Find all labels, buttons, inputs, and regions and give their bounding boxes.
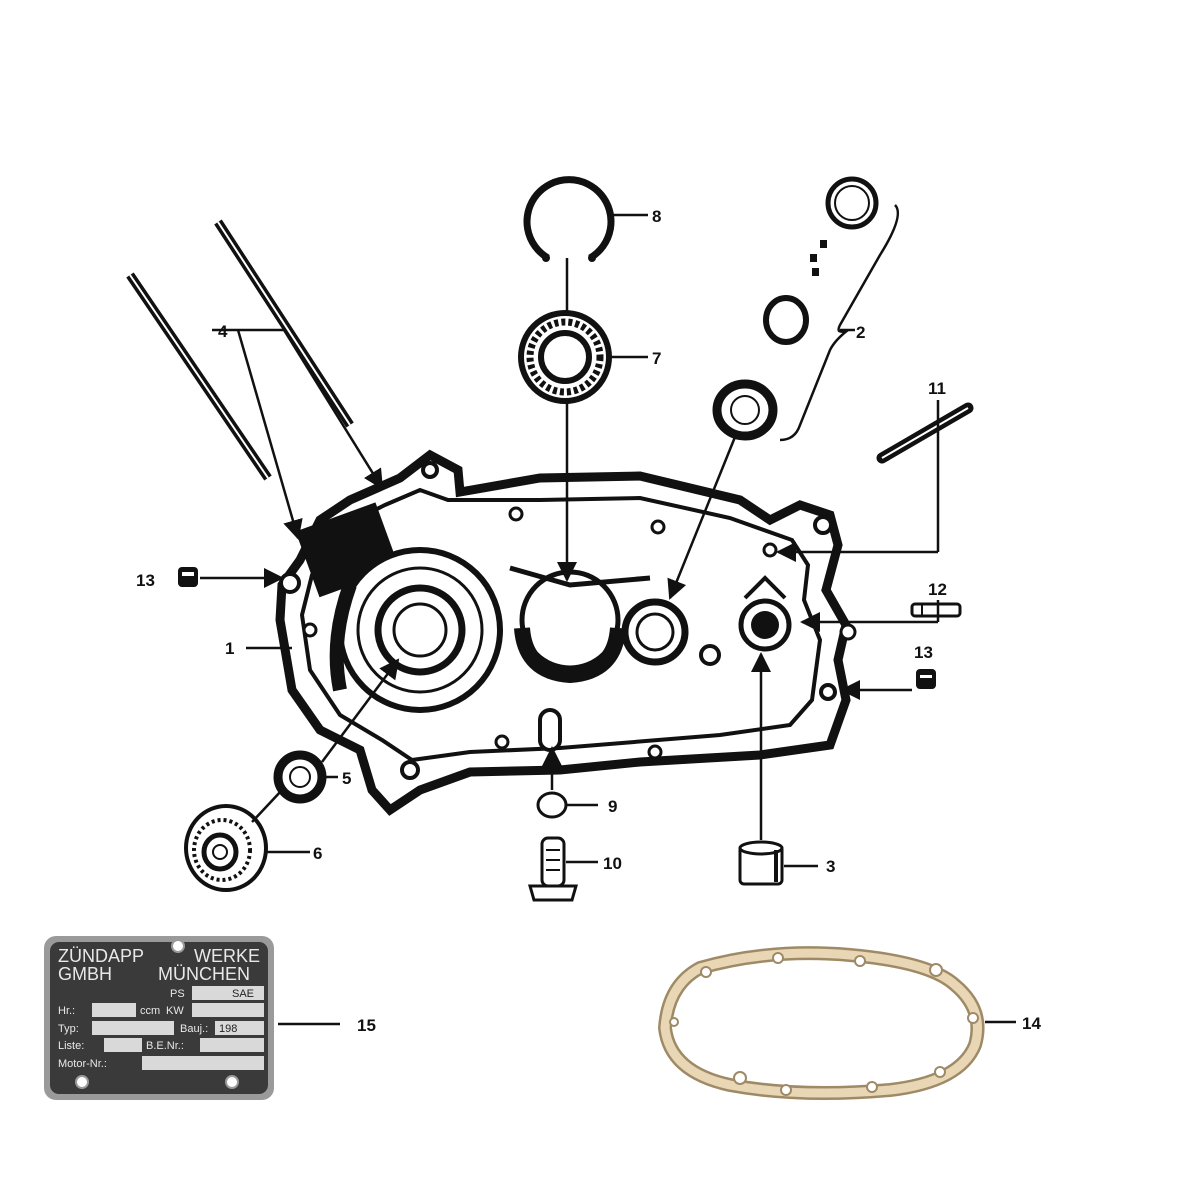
crankcase-housing [275,449,857,816]
dowel-pin-11 [876,402,974,464]
plate-line1-right: WERKE [194,946,260,966]
bearing-set-seal [712,379,778,441]
callout-11: 11 [928,379,946,398]
callout-4: 4 [218,322,228,341]
plug-13-left [178,567,198,587]
plate-hr-label: Hr.: [58,1005,75,1017]
bushing-3 [738,840,784,886]
callout-12: 12 [928,580,947,599]
bearing-needles [810,240,827,276]
leader-lines [200,213,1016,1026]
drain-screw-10 [528,836,578,902]
plug-13-right [916,669,936,689]
plate-ps-label: PS [170,988,185,1000]
plate-line1-left: ZÜNDAPP [58,946,144,966]
bearing-set-upper-ring [825,176,879,230]
plate-line2-right: MÜNCHEN [158,964,250,984]
callout-15: 15 [357,1016,376,1035]
circlip [523,176,615,262]
callout-14: 14 [1022,1014,1041,1033]
ball-bearing-6 [184,804,268,892]
plate-kw-label: KW [166,1005,184,1017]
plate-sae-label: SAE [232,988,254,1000]
callout-7: 7 [652,349,661,368]
callout-2: 2 [856,323,865,342]
woodruff-key-12 [910,602,962,618]
callout-8: 8 [652,207,661,226]
callout-13-left: 13 [136,571,155,590]
callout-10: 10 [603,854,622,873]
sealing-washer-9 [536,791,568,819]
bearing-set-lower-ring [763,295,809,345]
nameplate-15: ZÜNDAPP WERKE GMBH MÜNCHEN PS SAE Hr.: c… [44,936,274,1100]
callout-3: 3 [826,857,835,876]
plate-line2-left: GMBH [58,964,112,984]
plate-benr-label: B.E.Nr.: [146,1040,184,1052]
plate-motor-label: Motor-Nr.: [58,1058,107,1070]
callout-labels: 1 2 3 4 5 6 7 8 9 10 11 12 13 13 14 15 [136,207,1041,1035]
cylinder-stud-left [126,272,272,481]
callout-1: 1 [225,639,234,658]
plate-liste-label: Liste: [58,1040,84,1052]
callout-5: 5 [342,769,351,788]
oil-seal-5 [273,750,327,804]
plate-bauj-value: 198 [219,1023,237,1035]
plate-bauj-label: Bauj.: [180,1023,208,1035]
callout-13-right: 13 [914,643,933,662]
plate-ccm-label: ccm [140,1005,160,1017]
ball-bearing-main [518,310,612,404]
crankcase-gasket-14 [657,946,985,1101]
callout-9: 9 [608,797,617,816]
cylinder-stud-right [214,219,354,428]
plate-typ-label: Typ: [58,1023,79,1035]
callout-6: 6 [313,844,322,863]
